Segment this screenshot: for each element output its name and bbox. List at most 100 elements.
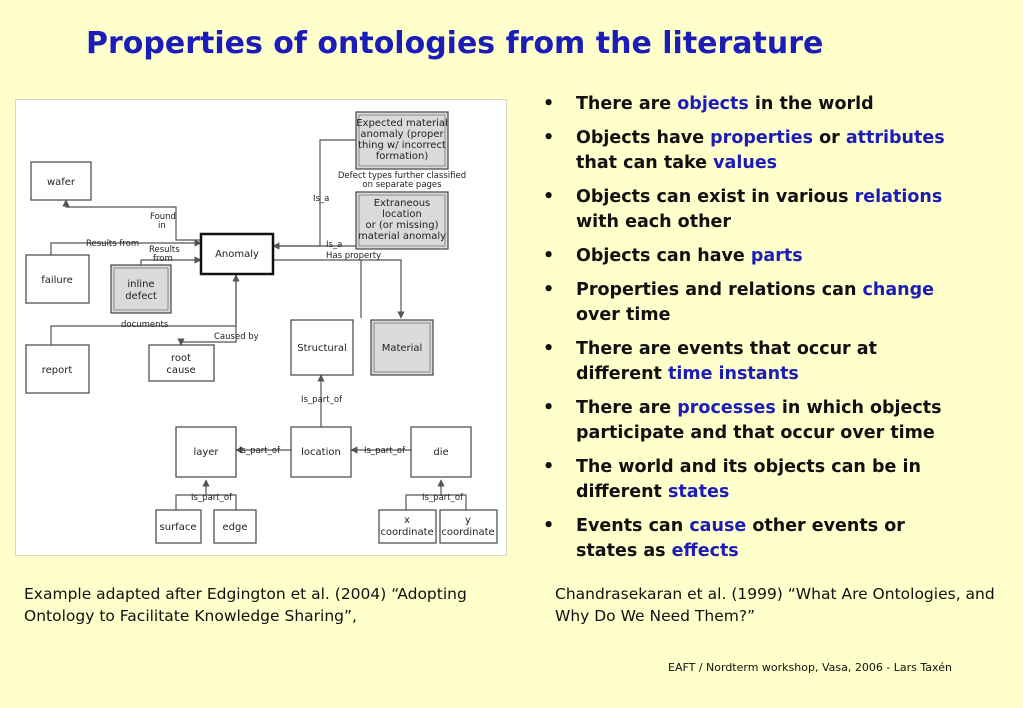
node-y-coordinate-line-1: y xyxy=(465,515,471,526)
bullet-text: in which objects participate and that oc… xyxy=(576,398,942,443)
node-expected-line-2: anomaly (proper xyxy=(360,129,444,140)
edge-label-is-part-of-1: Is_part_of xyxy=(301,395,343,405)
node-expected-line-3: thing w/ incorrect xyxy=(358,140,446,151)
node-structural: Structural xyxy=(290,319,354,376)
bullet-item: Objects have properties or attributes th… xyxy=(540,126,960,176)
node-surface: surface xyxy=(155,509,202,544)
edge-is-part-of-edge xyxy=(206,494,237,510)
node-inline-defect-line-2: defect xyxy=(125,291,157,302)
node-material-label: Material xyxy=(382,343,423,354)
bullet-text: There are xyxy=(576,94,678,114)
bullet-item: Objects can exist in various relations w… xyxy=(540,185,960,235)
bullet-item: Objects can have parts xyxy=(540,244,960,269)
node-inline-defect-line-1: inline xyxy=(127,279,154,290)
highlight-term: time instants xyxy=(668,364,799,384)
bullet-text: Events can xyxy=(576,516,690,536)
edge-label-is-part-of-3: Is_part_of xyxy=(364,446,406,456)
highlight-term: effects xyxy=(671,541,739,561)
node-extraneous-line-4: material anomaly xyxy=(358,231,446,242)
node-surface-label: surface xyxy=(160,522,197,533)
node-layer-label: layer xyxy=(193,447,219,458)
node-extraneous-line-1: Extraneous xyxy=(374,198,431,209)
caption-left: Example adapted after Edgington et al. (… xyxy=(24,585,467,625)
edge-results-from-2 xyxy=(140,256,202,265)
ontology-diagram: Found in Results from Results from Is_a … xyxy=(15,99,507,556)
bullet-item: There are objects in the world xyxy=(540,92,960,117)
node-expected-material-anomaly: Expected material anomaly (proper thing … xyxy=(355,111,449,170)
node-y-coordinate-line-2: coordinate xyxy=(441,527,494,538)
node-wafer-label: wafer xyxy=(47,177,76,188)
edge-label-results-from-2a: Results xyxy=(149,245,180,255)
bullet-text: There are events that occur at different xyxy=(576,339,877,384)
node-location: location xyxy=(290,426,352,478)
bullet-item: Events can cause other events or states … xyxy=(540,514,960,564)
slide-title: Properties of ontologies from the litera… xyxy=(86,26,824,61)
node-extraneous-line-3: or (or missing) xyxy=(365,220,438,231)
node-report: report xyxy=(25,344,90,394)
node-edge-label: edge xyxy=(223,522,248,533)
node-root-cause: root cause xyxy=(148,344,215,382)
edge-label-results-from-2b: from xyxy=(153,254,173,264)
slide-footer: EAFT / Nordterm workshop, Vasa, 2006 - L… xyxy=(668,661,952,674)
edge-label-is-part-of-4: Is_part_of xyxy=(191,493,233,503)
node-failure: failure xyxy=(25,254,90,304)
highlight-term: change xyxy=(862,280,935,300)
edge-label-is-part-of-2: Is_part_of xyxy=(239,446,281,456)
edge-label-has-property: Has property xyxy=(326,251,381,261)
highlight-term: objects xyxy=(677,94,749,114)
bullet-item: Properties and relations can change over… xyxy=(540,278,960,328)
edge-is-part-of-y xyxy=(441,494,467,510)
bullet-text: There are xyxy=(576,398,678,418)
node-location-label: location xyxy=(301,447,341,458)
node-anomaly-label: Anomaly xyxy=(215,249,259,260)
edge-caused-by xyxy=(177,275,237,346)
edge-results-from-1 xyxy=(50,239,202,255)
node-x-coordinate-line-2: coordinate xyxy=(380,527,433,538)
caption-right: Chandrasekaran et al. (1999) “What Are O… xyxy=(555,585,995,625)
node-root-cause-line-2: cause xyxy=(166,365,195,376)
highlight-term: properties xyxy=(710,128,814,148)
edge-found-in xyxy=(62,199,201,241)
bullet-text: Objects have xyxy=(576,128,711,148)
node-extraneous-location: Extraneous location or (or missing) mate… xyxy=(355,191,449,250)
bullet-item: There are events that occur at different… xyxy=(540,337,960,387)
bullet-text: over time xyxy=(576,305,671,325)
node-edge: edge xyxy=(213,509,257,544)
edge-label-is-a-1: Is_a xyxy=(313,194,329,204)
bullet-text: with each other xyxy=(576,212,732,232)
highlight-term: states xyxy=(668,482,730,502)
bullet-text: other events or states as xyxy=(576,516,905,561)
node-expected-line-4: formation) xyxy=(376,151,429,162)
bullet-text: The world and its objects can be in diff… xyxy=(576,457,921,502)
edge-label-results-from-1: Results from xyxy=(86,239,139,249)
node-report-label: report xyxy=(42,365,73,376)
node-layer: layer xyxy=(175,426,237,478)
edge-label-is-a-2: Is_a xyxy=(326,240,342,250)
edge-label-is-part-of-5: Is_part_of xyxy=(422,493,464,503)
bullet-text: Objects can have xyxy=(576,246,751,266)
node-die-label: die xyxy=(433,447,448,458)
node-root-cause-line-1: root xyxy=(171,353,191,364)
node-anomaly: Anomaly xyxy=(199,232,275,276)
bullet-text: Objects can exist in various xyxy=(576,187,855,207)
edge-has-property xyxy=(273,259,405,319)
highlight-term: values xyxy=(713,153,778,173)
highlight-term: attributes xyxy=(845,128,945,148)
node-inline-defect: inline defect xyxy=(110,264,172,314)
edge-label-caused-by: Caused by xyxy=(214,332,259,342)
node-x-coordinate-line-1: x xyxy=(404,515,410,526)
node-x-coordinate: x coordinate xyxy=(378,509,437,544)
highlight-term: relations xyxy=(854,187,943,207)
bullet-item: The world and its objects can be in diff… xyxy=(540,455,960,505)
highlight-term: parts xyxy=(750,246,803,266)
edge-is-part-of-surface xyxy=(175,479,210,510)
highlight-term: processes xyxy=(677,398,776,418)
edge-is-a-1 xyxy=(272,139,356,250)
edge-label-found-in-2: in xyxy=(158,221,166,231)
edge-label-documents: documents xyxy=(121,320,169,330)
node-structural-label: Structural xyxy=(297,343,347,354)
node-extraneous-line-2: location xyxy=(382,209,422,220)
bullet-text: in the world xyxy=(748,94,874,114)
bullet-text: or xyxy=(813,128,846,148)
node-material: Material xyxy=(370,319,434,376)
